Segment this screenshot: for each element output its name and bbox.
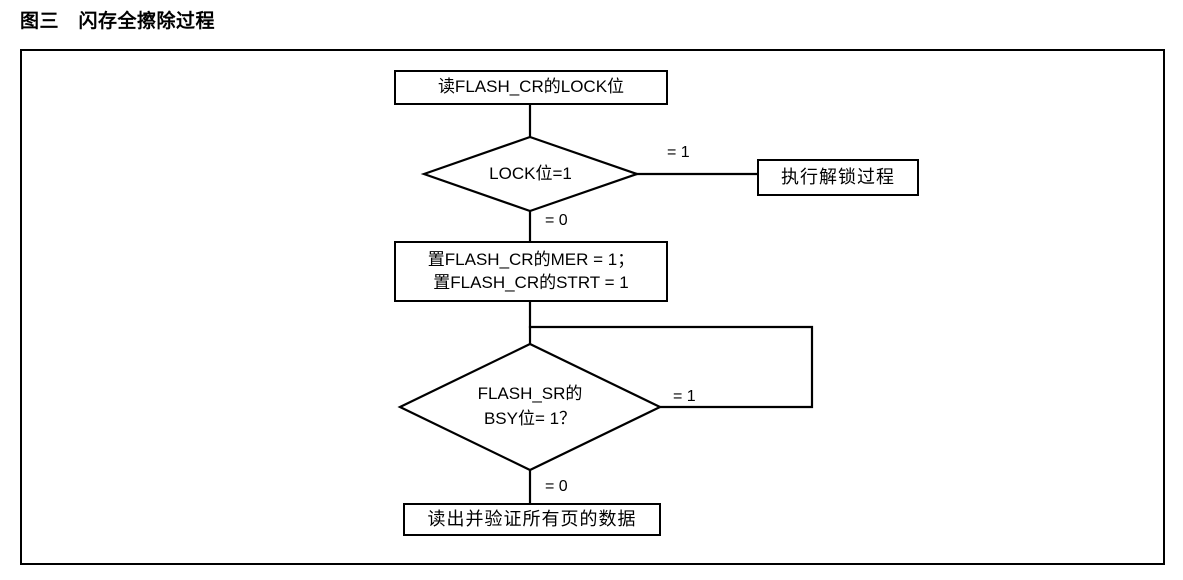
node-unlock: 执行解锁过程 — [757, 159, 919, 196]
node-lock-check-label: LOCK位=1 — [424, 156, 637, 192]
node-read-lock-line-1: 读FLASH_CR的LOCK位 — [437, 77, 625, 97]
node-verify-pages: 读出并验证所有页的数据 — [403, 503, 661, 536]
node-bsy-check-line-2: BSY位= 1？ — [483, 409, 577, 428]
node-read-lock: 读FLASH_CR的LOCK位 — [394, 70, 668, 105]
node-set-mer-strt: 置FLASH_CR的MER = 1； 置FLASH_CR的STRT = 1 — [394, 241, 668, 302]
node-verify-pages-line-1: 读出并验证所有页的数据 — [427, 509, 637, 530]
diagram-frame — [20, 49, 1165, 565]
edge-label-lock-true: = 1 — [667, 144, 690, 161]
figure-title: 图三 闪存全擦除过程 — [20, 11, 216, 32]
edge-label-bsy-false: = 0 — [545, 478, 568, 495]
node-lock-check-line-1: LOCK位=1 — [489, 163, 572, 183]
node-bsy-check-line-1: FLASH_SR的 — [477, 384, 583, 404]
node-bsy-check-label: FLASH_SR的 BSY位= 1？ — [420, 381, 640, 433]
edge-label-bsy-true: = 1 — [673, 388, 696, 405]
node-set-mer-strt-line-2: 置FLASH_CR的STRT = 1 — [433, 272, 629, 292]
node-set-mer-strt-line-1: 置FLASH_CR的MER = 1； — [427, 249, 635, 269]
edge-label-lock-false: = 0 — [545, 212, 568, 229]
node-unlock-line-1: 执行解锁过程 — [781, 167, 895, 188]
